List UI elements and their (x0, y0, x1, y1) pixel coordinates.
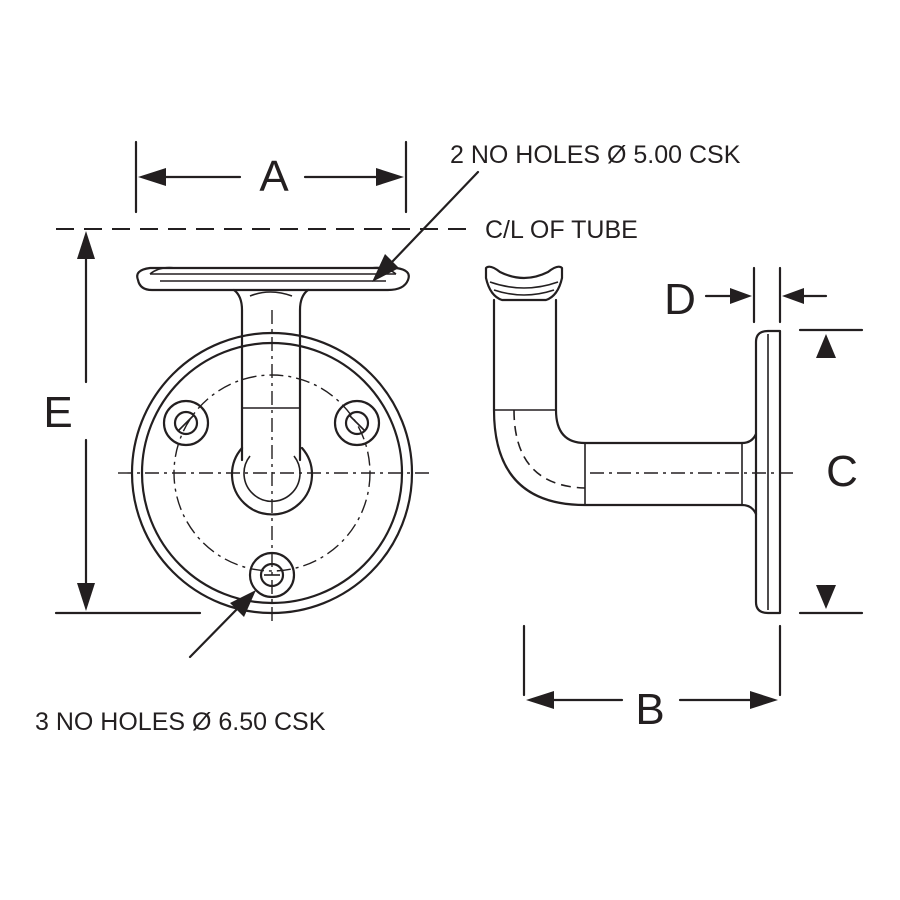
front-stem (232, 288, 310, 462)
dimension-a: A (134, 140, 408, 214)
dimension-a-label: A (259, 152, 289, 201)
base-holes-leader (188, 590, 256, 659)
top-holes-leader (372, 170, 480, 282)
side-saddle (484, 265, 564, 302)
front-view: A C/L OF TUBE 2 NO HOLES Ø 5.00 CSK (35, 140, 741, 736)
front-base (118, 310, 432, 625)
top-holes-note: 2 NO HOLES Ø 5.00 CSK (450, 141, 741, 169)
dimension-c: C (798, 328, 864, 615)
dimension-e-label: E (43, 388, 72, 437)
dimension-d: D (664, 266, 828, 324)
hole-top-right (333, 399, 381, 447)
dimension-b-label: B (635, 685, 664, 734)
dimension-c-label: C (826, 447, 858, 496)
centerline-note: C/L OF TUBE (485, 216, 638, 244)
front-saddle (136, 266, 410, 292)
base-holes-note: 3 NO HOLES Ø 6.50 CSK (35, 708, 326, 736)
hole-bottom (248, 551, 296, 599)
dimension-e: E (43, 231, 202, 615)
dimension-b: B (522, 624, 782, 734)
side-tube (492, 298, 795, 516)
hole-top-left (162, 399, 210, 447)
side-wall-plate (754, 329, 782, 615)
dimension-d-label: D (664, 275, 696, 324)
side-view: D C B (484, 265, 864, 734)
